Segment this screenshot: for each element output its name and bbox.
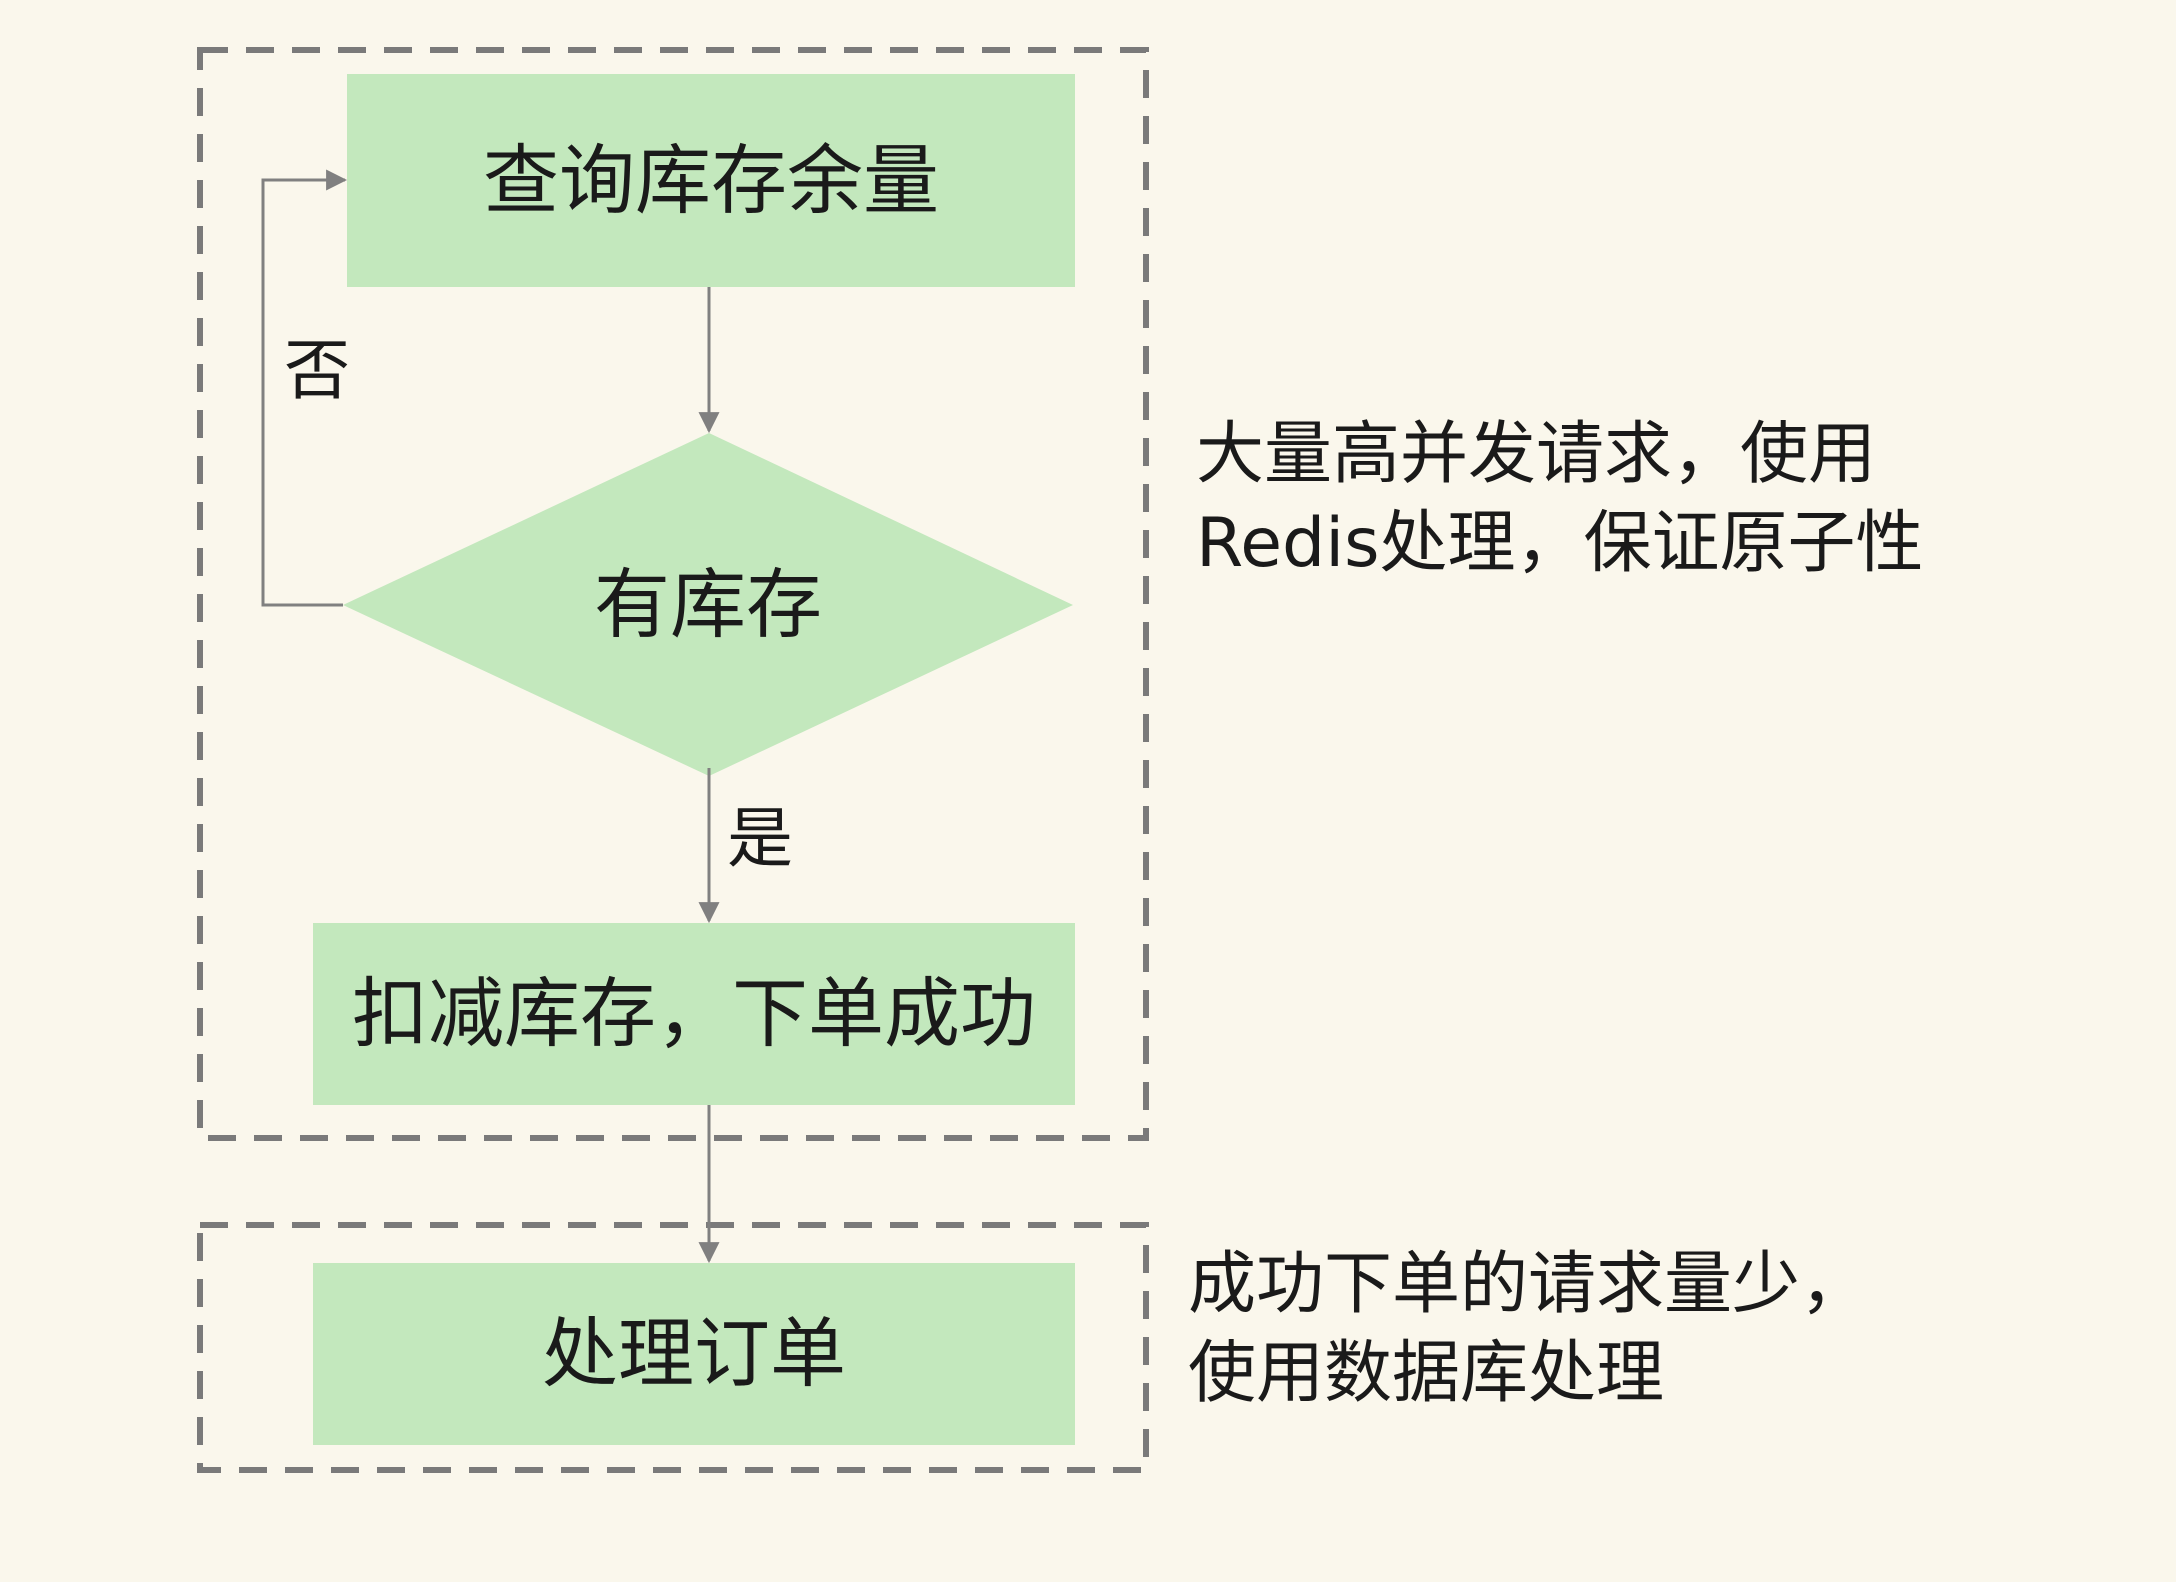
redis-annotation-line2: Redis处理，保证原子性 — [1196, 504, 1924, 583]
process-order-label: 处理订单 — [542, 1309, 846, 1398]
redis-group-border — [197, 47, 1149, 1141]
redis-annotation: 大量高并发请求，使用 Redis处理，保证原子性 — [1196, 410, 1924, 588]
has-stock-diamond — [343, 433, 1073, 776]
arrow-no-loop-back — [261, 169, 348, 607]
database-annotation-line2: 使用数据库处理 — [1188, 1334, 1665, 1413]
deduct-stock-label: 扣减库存，下单成功 — [352, 969, 1036, 1058]
query-stock-box — [347, 74, 1075, 287]
database-annotation-line1: 成功下单的请求量少， — [1188, 1245, 1869, 1324]
no-branch-label: 否 — [284, 332, 350, 409]
query-stock-label: 查询库存余量 — [483, 135, 939, 225]
deduct-stock-box — [313, 923, 1075, 1105]
process-order-box — [313, 1263, 1075, 1445]
database-group-border — [197, 1222, 1149, 1473]
redis-annotation-line1: 大量高并发请求，使用 — [1196, 415, 1877, 494]
has-stock-label: 有库存 — [594, 560, 822, 649]
yes-branch-label: 是 — [727, 800, 793, 877]
database-annotation: 成功下单的请求量少， 使用数据库处理 — [1188, 1240, 1868, 1418]
